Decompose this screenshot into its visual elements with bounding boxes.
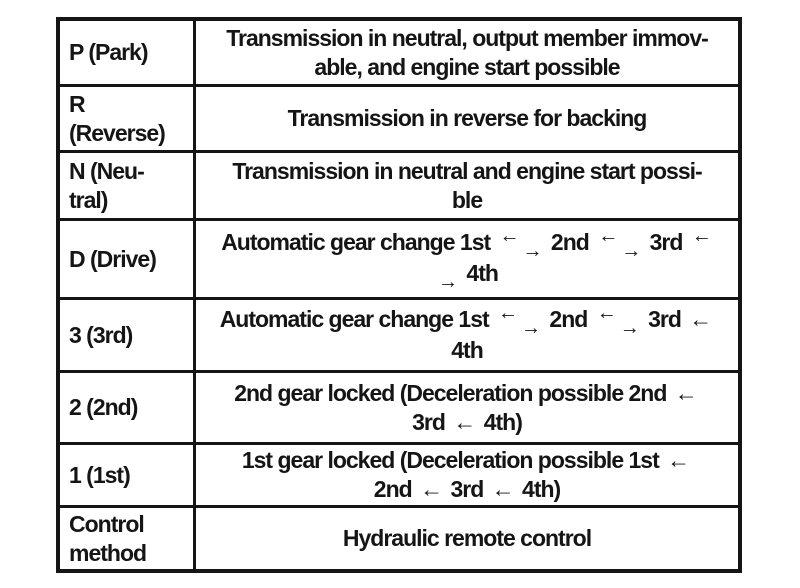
- text-line: tral): [69, 186, 108, 213]
- text-line: P (Park): [69, 39, 149, 65]
- text-line: N (Neu-: [69, 157, 145, 184]
- text-line: Hydraulic remote control: [342, 525, 592, 551]
- gear-description-cell: Transmission in neutral, output member i…: [196, 21, 738, 84]
- left-arrow-icon: ←: [596, 302, 617, 324]
- left-arrow-icon: ←: [491, 476, 515, 502]
- left-arrow-icon: ←: [674, 379, 698, 406]
- table-row: P (Park) Transmission in neutral, output …: [60, 21, 738, 87]
- right-arrow-icon: →: [522, 240, 543, 262]
- text-line: R: [69, 90, 86, 117]
- table-row: 3 (3rd) Automatic gear change 1st ←→ 2nd …: [60, 300, 738, 373]
- right-arrow-icon: →: [438, 271, 458, 293]
- text-line: 3 (3rd): [69, 321, 133, 348]
- text-line: 4th: [451, 337, 483, 363]
- gear-position-cell: R(Reverse): [60, 87, 196, 150]
- text-line: → 4th: [436, 259, 499, 293]
- text-line: Transmission in neutral and engine start…: [232, 157, 702, 184]
- gear-position-cell: 1 (1st): [60, 445, 196, 505]
- text-line: 3rd ← 4th): [412, 408, 523, 435]
- left-arrow-icon: ←: [667, 447, 690, 473]
- gear-position-cell: 2 (2nd): [60, 373, 196, 442]
- table-row: N (Neu-tral) Transmission in neutral and …: [60, 153, 738, 221]
- gear-description-cell: Transmission in reverse for backing: [196, 87, 738, 150]
- text-line: Transmission in neutral, output member i…: [226, 24, 709, 51]
- text-line: (Reverse): [69, 119, 166, 146]
- text-line: 2nd gear locked (Deceleration possible 2…: [234, 379, 698, 406]
- text-line: method: [69, 539, 147, 566]
- left-arrow-icon: ←: [598, 225, 618, 247]
- table-row: 2 (2nd) 2nd gear locked (Deceleration pos…: [60, 373, 738, 445]
- text-line: Automatic gear change 1st ←→ 2nd ←→ 3rd …: [220, 302, 715, 339]
- left-arrow-icon: ←: [691, 225, 712, 247]
- gear-description-cell: Hydraulic remote control: [196, 508, 738, 569]
- gear-position-cell: 3 (3rd): [60, 300, 196, 370]
- right-arrow-icon: →: [521, 317, 541, 339]
- gear-position-cell: N (Neu-tral): [60, 153, 196, 218]
- left-arrow-icon: ←: [689, 306, 712, 332]
- text-line: 1 (1st): [69, 461, 131, 488]
- left-arrow-icon: ←: [420, 476, 443, 502]
- text-line: D (Drive): [69, 245, 157, 272]
- left-arrow-icon: ←: [453, 408, 476, 435]
- gear-description-cell: Transmission in neutral and engine start…: [196, 153, 738, 218]
- gear-description-cell: 1st gear locked (Deceleration possible 1…: [196, 445, 738, 505]
- gear-description-cell: 2nd gear locked (Deceleration possible 2…: [196, 373, 738, 442]
- text-line: Automatic gear change 1st ←→ 2nd ←→ 3rd …: [221, 225, 713, 262]
- gear-position-cell: P (Park): [60, 21, 196, 84]
- gear-description-cell: Automatic gear change 1st ←→ 2nd ←→ 3rd …: [196, 221, 738, 297]
- table-row: D (Drive) Automatic gear change 1st ←→ 2n…: [60, 221, 738, 300]
- text-line: able, and engine start possible: [314, 53, 620, 80]
- gear-description-cell: Automatic gear change 1st ←→ 2nd ←→ 3rd …: [196, 300, 738, 370]
- right-arrow-icon: →: [619, 317, 640, 339]
- left-arrow-icon: ←: [499, 225, 520, 247]
- text-line: ble: [451, 186, 483, 213]
- text-line: Transmission in reverse for backing: [287, 105, 648, 131]
- text-line: 2nd ← 3rd ← 4th): [373, 476, 561, 502]
- table-row: 1 (1st) 1st gear locked (Deceleration pos…: [60, 445, 738, 508]
- transmission-gear-table: P (Park) Transmission in neutral, output …: [56, 17, 742, 573]
- left-arrow-icon: ←: [498, 302, 518, 324]
- text-line: Control: [69, 510, 145, 537]
- gear-position-cell: D (Drive): [60, 221, 196, 297]
- text-line: 2 (2nd): [69, 394, 138, 420]
- right-arrow-icon: →: [621, 240, 641, 262]
- table-row: R(Reverse) Transmission in reverse for ba…: [60, 87, 738, 153]
- text-line: 1st gear locked (Deceleration possible 1…: [241, 447, 690, 473]
